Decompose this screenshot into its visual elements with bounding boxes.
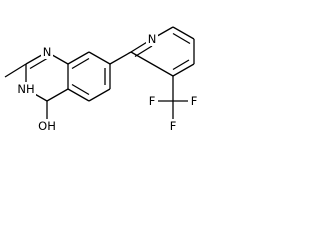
atom-f-mid: F <box>170 119 177 133</box>
bond-c8a-c8 <box>67 51 90 65</box>
bond-c2p-n-inner <box>134 45 153 58</box>
bond-c5-c4a <box>67 88 90 102</box>
bond-c8a-c8-inner <box>71 57 90 70</box>
bond-c2-n1-inner <box>29 57 48 70</box>
bond-methyl <box>4 63 27 78</box>
atom-pyridine-n: N <box>148 32 157 46</box>
bond-c6p-c5p-inner <box>172 32 191 45</box>
bond-c5-c4a-inner <box>71 83 90 96</box>
bond-c4p-c3p <box>172 63 195 77</box>
atom-nh: NH <box>17 82 34 96</box>
bond-c4p-c3p-inner <box>172 59 190 71</box>
atom-f-left: F <box>149 94 156 108</box>
bond-biaryl <box>109 51 132 65</box>
bond-c4a-c4 <box>46 88 69 102</box>
atom-oh: OH <box>38 119 56 133</box>
bond-c3p-c2p <box>130 51 174 77</box>
atom-f-right: F <box>191 94 198 108</box>
bond-c6p-c5p <box>172 26 195 40</box>
bond-c6-c5 <box>88 88 111 102</box>
structural-formula: N NH OH N F F F <box>4 26 200 133</box>
bond-c8-c7 <box>88 51 111 65</box>
atom-n1: N <box>43 45 52 59</box>
